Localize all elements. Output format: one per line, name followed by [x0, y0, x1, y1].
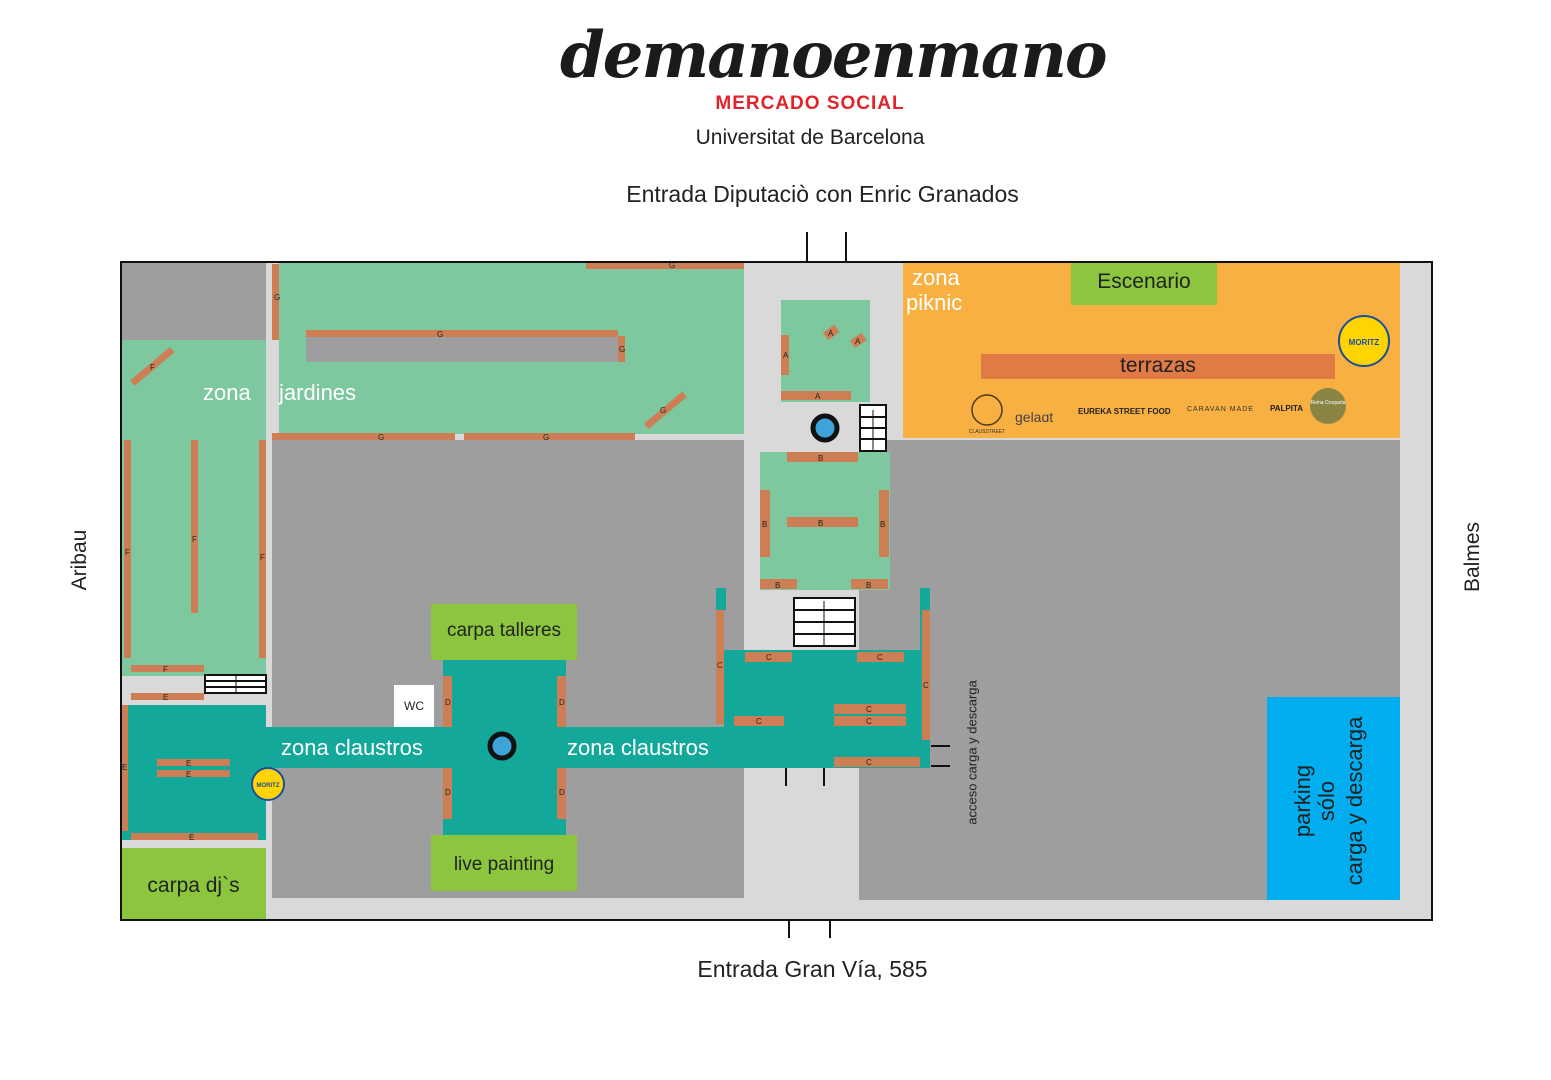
wc-box	[394, 685, 434, 727]
svg-text:MORITZ: MORITZ	[257, 783, 280, 789]
stall-letter-e: E	[163, 693, 168, 702]
moritz-logo-icon: MORITZ	[251, 767, 285, 801]
wc-label: WC	[404, 699, 424, 713]
institution: Universitat de Barcelona	[695, 126, 925, 149]
stall-letter-e: E	[189, 833, 194, 842]
subtitle: MERCADO SOCIAL	[715, 93, 905, 114]
stall-letter-g: G	[437, 330, 443, 339]
stall-letters: G G G G G G G F F F F F E E E E E A A A …	[122, 261, 929, 842]
stall-letter-f: F	[163, 665, 168, 674]
parking-label-1: parking	[1290, 764, 1315, 838]
stall-letter-d: D	[445, 698, 451, 707]
stall-letter-b: B	[866, 581, 871, 590]
stall-letter-b: B	[775, 581, 780, 590]
stall-letter-g: G	[660, 406, 666, 415]
zona-claustros-label-left: zona claustros	[281, 735, 423, 760]
stairs-icon	[793, 597, 856, 647]
acceso-posts	[785, 745, 950, 786]
stall-letter-a: A	[855, 337, 861, 346]
stall-letter-c: C	[766, 653, 772, 662]
stall-letter-b: B	[818, 454, 823, 463]
stall-letter-d: D	[445, 788, 451, 797]
stairs-icon	[859, 404, 887, 452]
stall-letter-b: B	[818, 519, 823, 528]
svg-text:MORITZ: MORITZ	[1349, 338, 1380, 347]
stall-letter-g: G	[274, 293, 280, 302]
stall-letter-a: A	[783, 351, 789, 360]
stall-letter-b: B	[880, 520, 885, 529]
logo-text: demanoenmano	[560, 18, 1108, 93]
stall-letter-e: E	[186, 759, 191, 768]
svg-text:PALPITA: PALPITA	[1270, 404, 1303, 413]
entrance-top-posts	[806, 232, 847, 262]
zona-jardines-label-right: jardines	[279, 380, 357, 405]
green-tents	[121, 263, 1217, 920]
svg-text:CARAVAN MADE: CARAVAN MADE	[1187, 406, 1254, 413]
stall-letter-b: B	[762, 520, 767, 529]
stall-letter-a: A	[828, 329, 834, 338]
stall-letter-g: G	[543, 433, 549, 442]
stall-letter-f: F	[150, 363, 155, 372]
svg-text:gelaɑt: gelaɑt	[1015, 409, 1053, 425]
stall-letter-e: E	[186, 770, 191, 779]
moritz-logo-icon: MORITZ	[1338, 315, 1390, 367]
carpa-djs-label: carpa dj`s	[147, 874, 240, 897]
zona-claustros-area	[121, 588, 930, 840]
parking-area	[1267, 697, 1400, 900]
entrance-bottom-posts	[788, 919, 831, 938]
svg-text:Reina Croqueta: Reina Croqueta	[1310, 400, 1345, 406]
stall-letter-d: D	[559, 698, 565, 707]
live-painting-label: live painting	[453, 854, 555, 875]
svg-text:EUREKA STREET FOOD: EUREKA STREET FOOD	[1078, 407, 1171, 416]
stalls	[121, 262, 930, 840]
stall-letter-e: E	[122, 763, 127, 772]
acceso-label: acceso carga y descarga	[964, 680, 980, 825]
stall-letter-c: C	[866, 758, 872, 767]
carpa-talleres-label: carpa talleres	[446, 620, 562, 641]
stall-letter-c: C	[877, 653, 883, 662]
stall-letter-f: F	[125, 548, 130, 557]
food-brand-logos: CLAUSSTREET gelaɑt EUREKA STREET FOOD CA…	[969, 388, 1346, 435]
site-border	[120, 261, 1433, 921]
stall-letter-g: G	[669, 261, 675, 270]
stall-letter-c: C	[866, 717, 872, 726]
terrazas-label: terrazas	[1120, 354, 1196, 377]
zona-jardines-label-left: zona	[203, 380, 251, 405]
svg-text:CLAUSSTREET: CLAUSSTREET	[969, 429, 1005, 435]
stall-letter-f: F	[192, 535, 197, 544]
stall-letter-c: C	[717, 661, 723, 670]
stall-letter-f: F	[260, 553, 265, 562]
zona-piknic-label-2: piknic	[906, 290, 963, 315]
entrance-bottom-label: Entrada Gran Vía, 585	[697, 956, 928, 982]
zona-piknic-label-1: zona	[912, 265, 960, 290]
info-point-icon	[810, 413, 840, 443]
stall-letter-a: A	[815, 392, 821, 401]
stall-letter-c: C	[756, 717, 762, 726]
garden-areas	[121, 262, 890, 676]
zona-claustros-label-right: zona claustros	[567, 735, 709, 760]
stall-letter-d: D	[559, 788, 565, 797]
escenario-label: Escenario	[1097, 270, 1191, 293]
terrazas-bar	[981, 354, 1335, 379]
stall-letter-c: C	[866, 705, 872, 714]
parking-label-3: carga y descarga	[1342, 716, 1367, 886]
stairs-icon	[204, 674, 267, 694]
entrance-top-label: Entrada Diputaciò con Enric Granados	[626, 181, 1019, 207]
stall-letter-g: G	[619, 345, 625, 354]
parking-label-2: sólo	[1314, 780, 1339, 822]
stall-letter-g: G	[378, 433, 384, 442]
stall-letter-c: C	[923, 681, 929, 690]
info-point-icon	[487, 731, 517, 761]
